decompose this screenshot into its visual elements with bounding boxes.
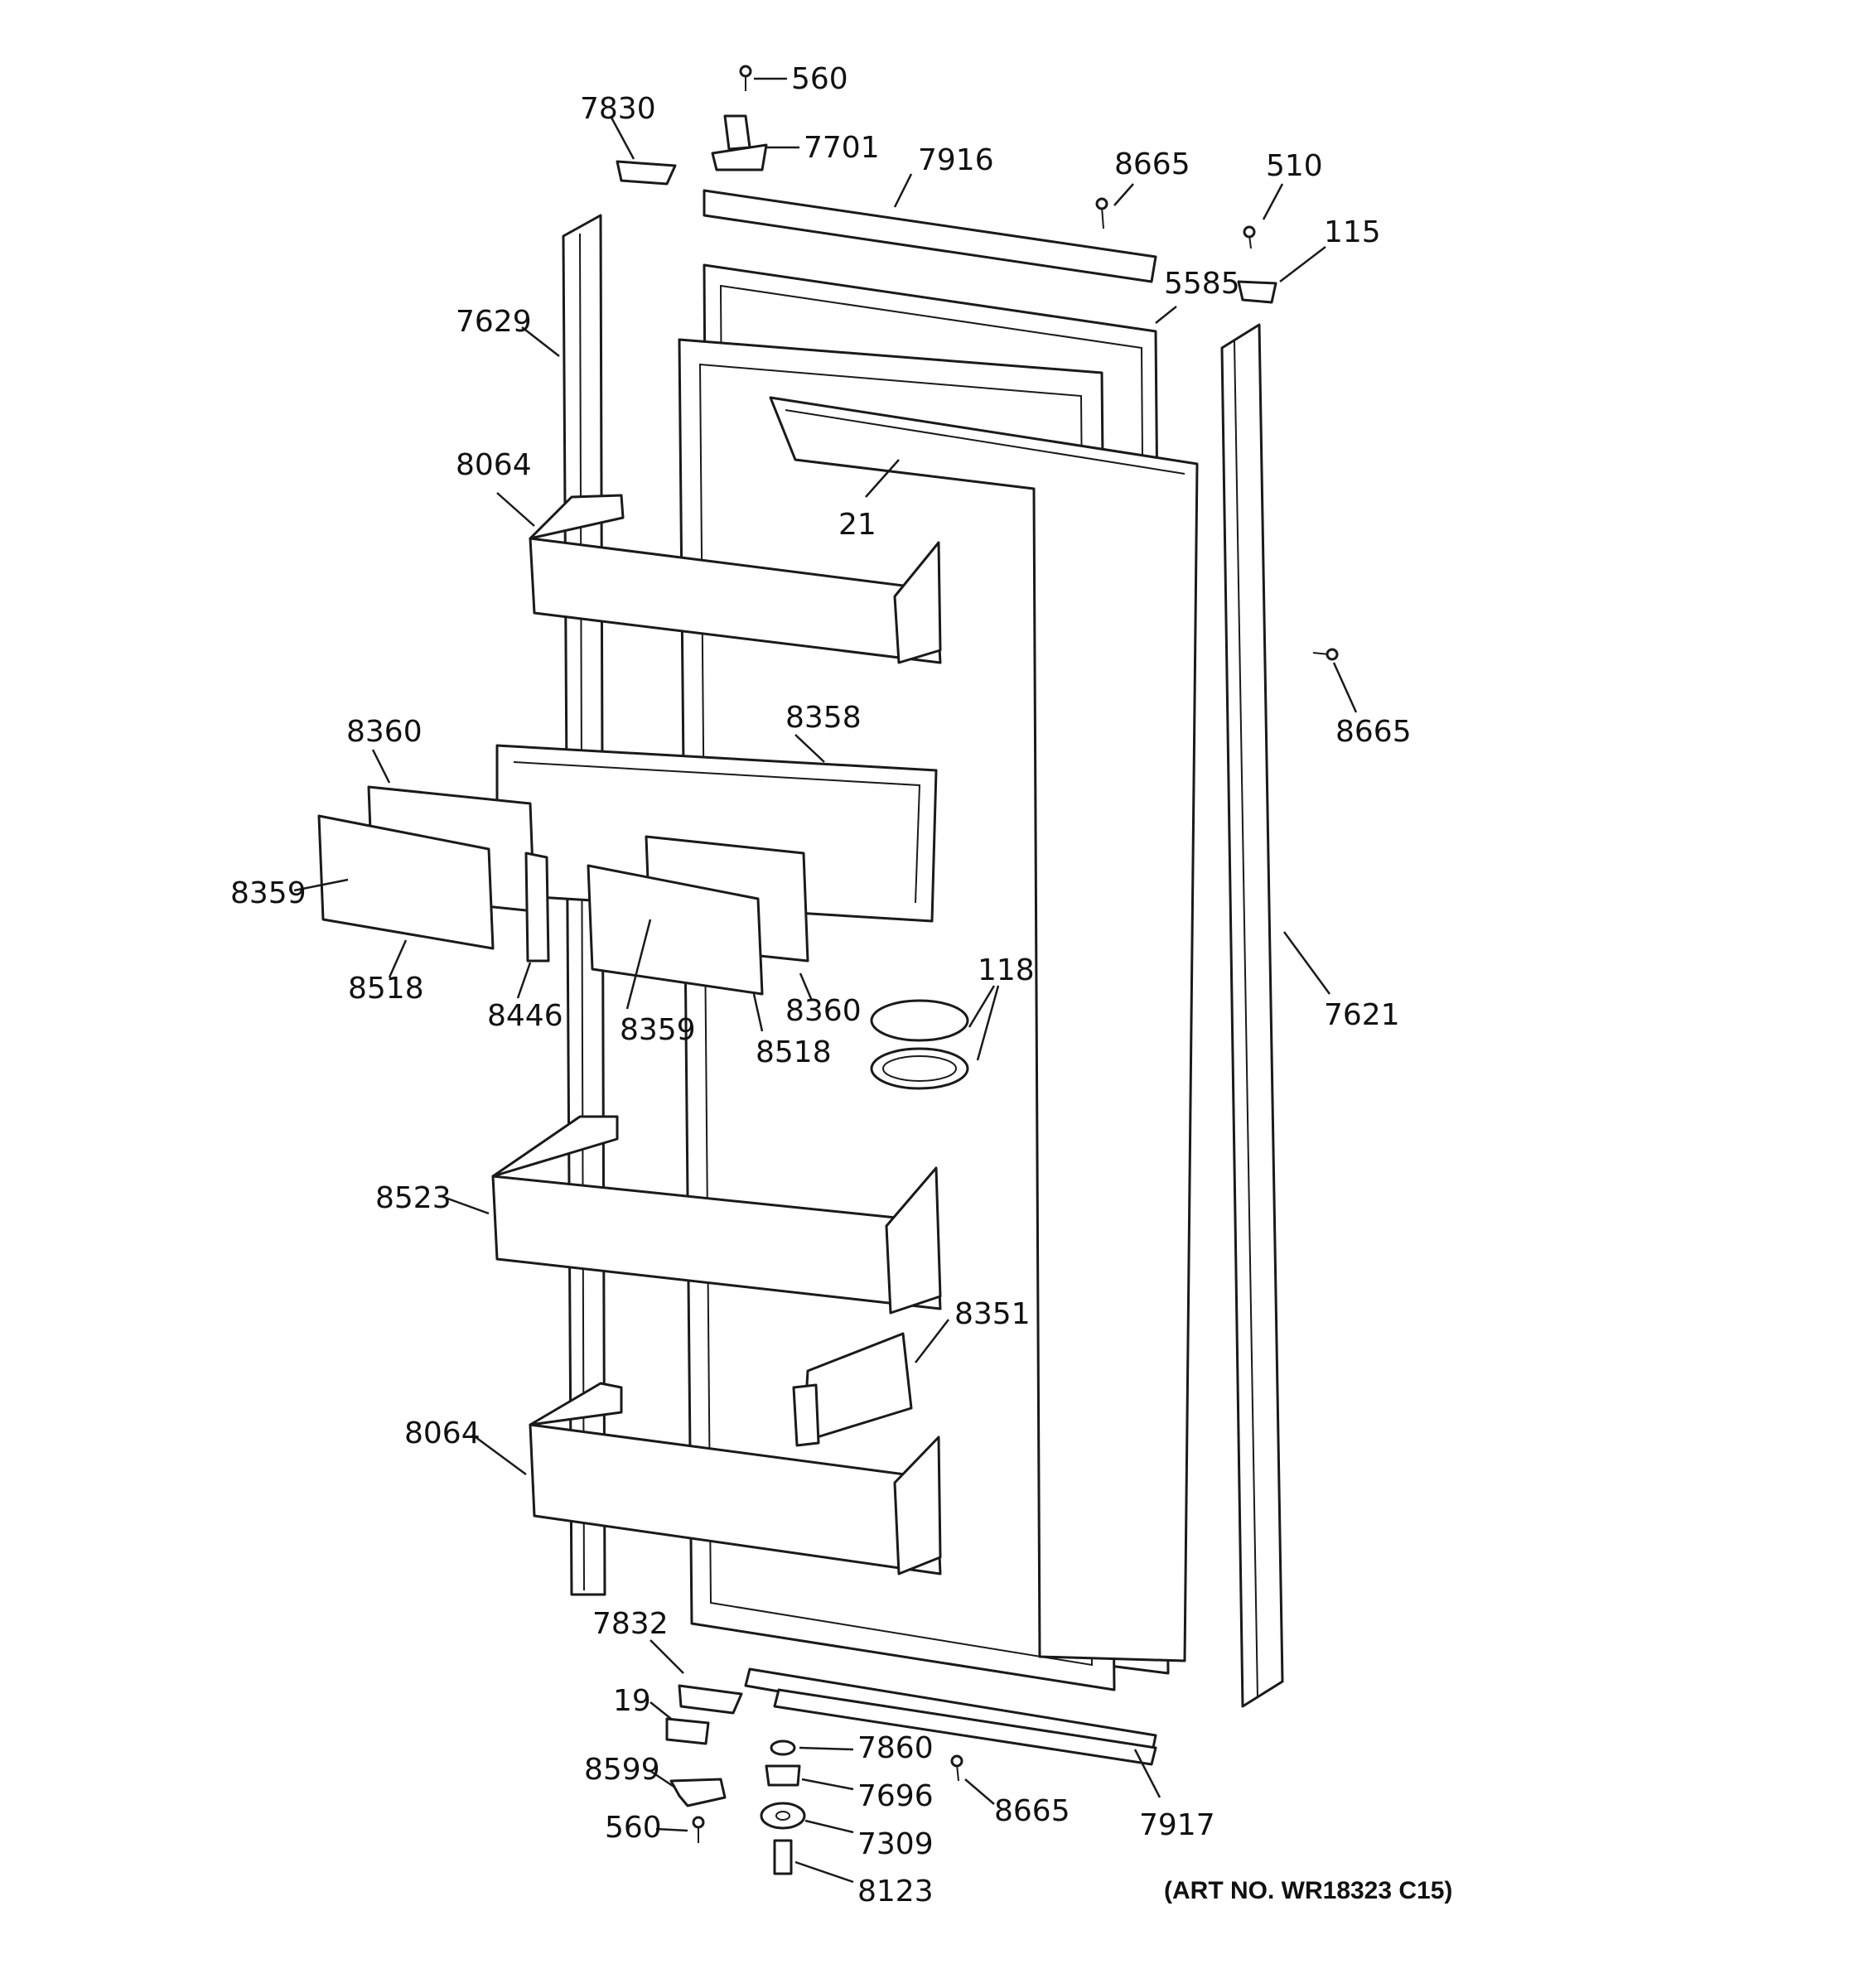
part-7701-hinge [711,114,768,171]
part-8665-screw-top [1095,197,1108,229]
callout-labels: 560 7701 7830 7916 8665 510 115 5585 762… [230,62,1412,1908]
callout-label: 8446 [487,999,563,1033]
part-7621-right-trim [1220,323,1284,1708]
callout-label: 7830 [580,92,656,126]
callout-label: 8360 [346,715,423,749]
part-7917-bottom-cap [744,1667,1157,1766]
callout-label: 8523 [375,1181,452,1215]
callout-label: 7621 [1324,998,1400,1032]
callout-label: 7629 [456,305,532,339]
callout-label: 7917 [1139,1808,1215,1842]
part-8665-screw-bottom [950,1754,963,1782]
callout-label: 7701 [804,131,880,165]
callout-label: 8360 [785,994,862,1028]
callout-label: 7916 [918,143,994,177]
part-8359-cover-right [587,864,764,996]
callout-label: 8665 [994,1794,1070,1828]
part-8064-lower-bin [529,1382,942,1575]
callout-label: 8123 [857,1875,934,1908]
part-115-bracket [1237,280,1277,304]
part-8665-screw-side [1312,648,1339,661]
part-7309-washer [760,1802,806,1830]
part-8446-divider [524,852,550,963]
callout-label: 8665 [1335,715,1412,749]
callout-label: 8518 [756,1035,832,1069]
part-19-shim [665,1717,710,1745]
part-118-rings [870,999,969,1090]
callout-label: 8518 [348,972,424,1006]
part-510-screw [1243,225,1256,249]
callout-label: 8351 [954,1297,1031,1331]
part-8351-small-bin [792,1332,913,1447]
part-8599-bracket [669,1778,727,1807]
part-7696-bushing [765,1764,801,1787]
callout-label: 7309 [857,1827,934,1861]
callout-label: 21 [838,508,876,542]
callout-label: 8599 [584,1753,660,1787]
callout-label: 5585 [1164,267,1240,301]
callout-label: 7860 [857,1731,934,1765]
callout-label: 8359 [620,1013,696,1047]
callout-label: 560 [605,1811,662,1845]
part-8123-bolt [773,1839,793,1875]
callout-label: 8665 [1114,147,1190,181]
callout-label: 8359 [230,876,307,910]
callout-label: 510 [1266,149,1323,183]
part-560-screw-bottom [692,1816,705,1843]
part-8523-middle-bin [491,1115,942,1315]
callout-label: 8064 [456,448,532,482]
callout-label: 8358 [785,701,862,735]
callout-label: 7832 [592,1607,669,1641]
art-number: (ART NO. WR18323 C15) [1164,1877,1452,1904]
part-21-gasket [769,396,1199,1662]
part-7860-washer [770,1740,796,1756]
callout-label: 19 [613,1684,651,1718]
callout-label: 8064 [404,1416,480,1450]
part-7832-hinge-block [678,1684,743,1715]
leader-lines [293,77,1358,1884]
callout-label: 118 [978,953,1035,987]
part-560-screw-top [739,65,752,91]
callout-label: 115 [1324,215,1381,249]
part-7916-top-cap [703,189,1157,283]
callout-label: 7696 [857,1779,934,1813]
part-8064-upper-bin [529,494,942,664]
callout-label: 560 [791,62,848,96]
part-7830-hinge-block [616,160,677,186]
